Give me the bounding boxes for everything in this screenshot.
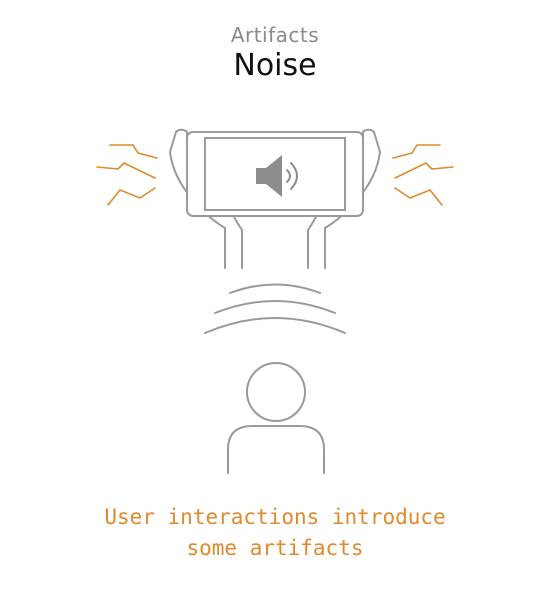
header: Artifacts Noise	[0, 22, 550, 84]
caption-line-2: some artifacts	[186, 536, 364, 560]
caption-line-1: User interactions introduce	[104, 505, 446, 529]
diagram-subtitle: Artifacts	[230, 23, 320, 47]
person-icon	[227, 362, 325, 474]
diagram-title: Noise	[233, 48, 317, 83]
caption: User interactions introduce some artifac…	[0, 502, 550, 564]
vibration-lines-icon	[96, 144, 454, 206]
sound-waves-icon	[204, 283, 346, 334]
speaker-volume-icon	[256, 155, 298, 197]
